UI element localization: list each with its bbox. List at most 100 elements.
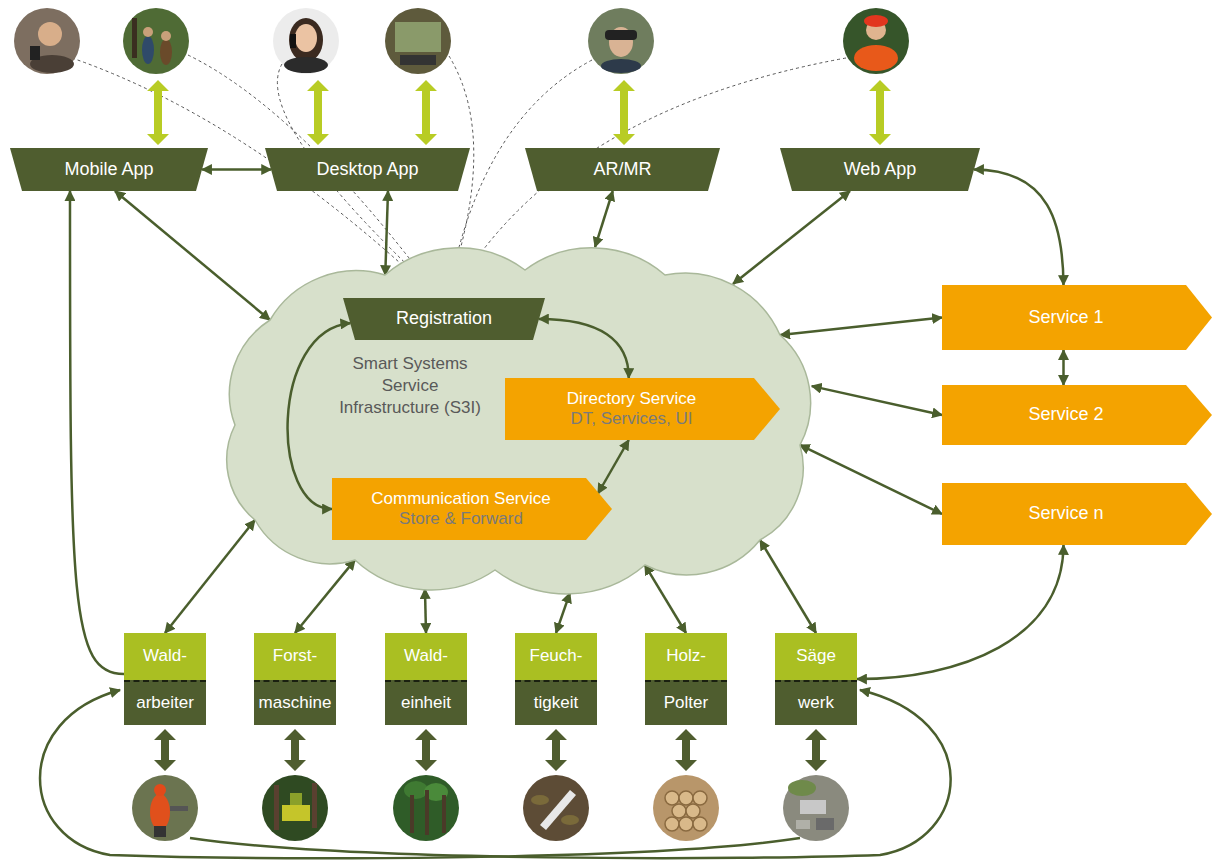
box-bottom-half: Polter [645,680,727,725]
double-arrow [805,729,827,771]
cloud-label: Smart Systems Service Infrastructure (S3… [330,353,490,419]
photo-figure [864,15,888,27]
box-bottom-half: tigkeit [515,680,597,725]
box-bottom-half: arbeiter [124,680,206,725]
box-bottom-half: maschine [254,680,336,725]
photo-figure [170,806,188,811]
service-arrow: Directory ServiceDT, Services, UI [505,378,780,440]
app-box: Mobile App [10,148,208,191]
box-label-part: Forst- [273,646,317,666]
photo-ground [523,775,589,841]
photo-figure [30,46,40,60]
connector-arrow [598,440,629,494]
photo-figure [282,805,310,821]
app-box: Web App [780,148,980,191]
cloud-outline [227,248,811,594]
photo-ground [588,8,654,74]
connector-arrow [857,545,1064,679]
box-label: Registration [396,308,492,330]
trapezoid-shape [525,148,720,191]
log-end [693,817,707,831]
box-label: AR/MR [594,159,652,181]
log-end [665,791,679,805]
photo-figure [605,30,637,40]
photo-figure [143,27,153,37]
photo-figure [154,826,166,837]
photo-figure [312,783,317,828]
photo-figure [796,820,810,829]
pentagon-shape [942,285,1212,350]
service-arrow: Communication ServiceStore & Forward [332,478,612,540]
box-label-part: tigkeit [534,693,578,713]
photo-figure [665,791,707,831]
box-label-part: werk [798,693,834,713]
box-bottom-half: werk [775,680,857,725]
photo-figure [142,36,154,64]
box-top-half: Holz- [645,633,727,680]
photo-figure [274,785,279,830]
double-arrow [545,729,567,771]
connector-arrow [556,593,570,633]
connector-arrow [733,191,850,284]
box-label: Mobile App [64,159,153,181]
photo-ground [393,775,459,841]
box-label: Web App [844,159,917,181]
double-arrow [147,80,169,145]
double-arrow [307,80,329,145]
box-label: Desktop App [316,159,418,181]
log-end [686,804,700,818]
photo-figure [816,818,834,830]
pentagon-shape [942,483,1212,545]
box-subtitle: DT, Services, UI [571,409,693,429]
photo-figure [132,18,137,58]
photo-figure [425,790,429,835]
photo-ground [783,775,849,841]
photo-ground [385,8,451,74]
double-arrow [415,80,437,145]
box-label-part: Feuch- [530,646,583,666]
photo-ground [653,775,719,841]
photo-figure [410,795,414,833]
photo-figure [540,790,576,830]
box-top-half: Wald- [385,633,467,680]
pentagon-shape [332,478,612,540]
connector-arrow [425,589,426,633]
connector-arrow [539,319,629,378]
photo-figure [38,22,62,46]
box-label-part: Polter [664,693,708,713]
double-arrow [415,729,437,771]
user-photo [385,8,451,74]
connector-arrow [115,191,270,320]
log-end [693,791,707,805]
trapezoid-shape [780,148,980,191]
thing-photo [653,775,719,841]
double-arrow [154,729,176,771]
photo-figure [290,34,296,48]
box-label: Service 1 [1028,307,1103,329]
photo-figure [601,59,641,73]
connector-arrow [974,170,1064,286]
connector-arrow [385,191,388,275]
photo-figure [800,800,826,814]
double-arrow [284,729,306,771]
connector-arrow [780,318,942,336]
box-label-part: Säge [796,646,836,666]
log-end [672,804,686,818]
connector-arrow [165,520,255,633]
connector-arrow [295,560,355,633]
photo-figure [395,22,441,52]
user-photo [843,8,909,74]
box-label-part: einheit [401,693,451,713]
connector-arrow [202,168,271,171]
thing-photo [393,775,459,841]
photo-ground [123,8,189,74]
app-box: Desktop App [265,148,470,191]
double-arrow [613,80,635,145]
trapezoid-shape [10,148,208,191]
thing-photo [783,775,849,841]
double-arrow [675,729,697,771]
connector-arrow [812,386,942,415]
box-subtitle: Store & Forward [399,509,523,529]
box-bottom-half: einheit [385,680,467,725]
